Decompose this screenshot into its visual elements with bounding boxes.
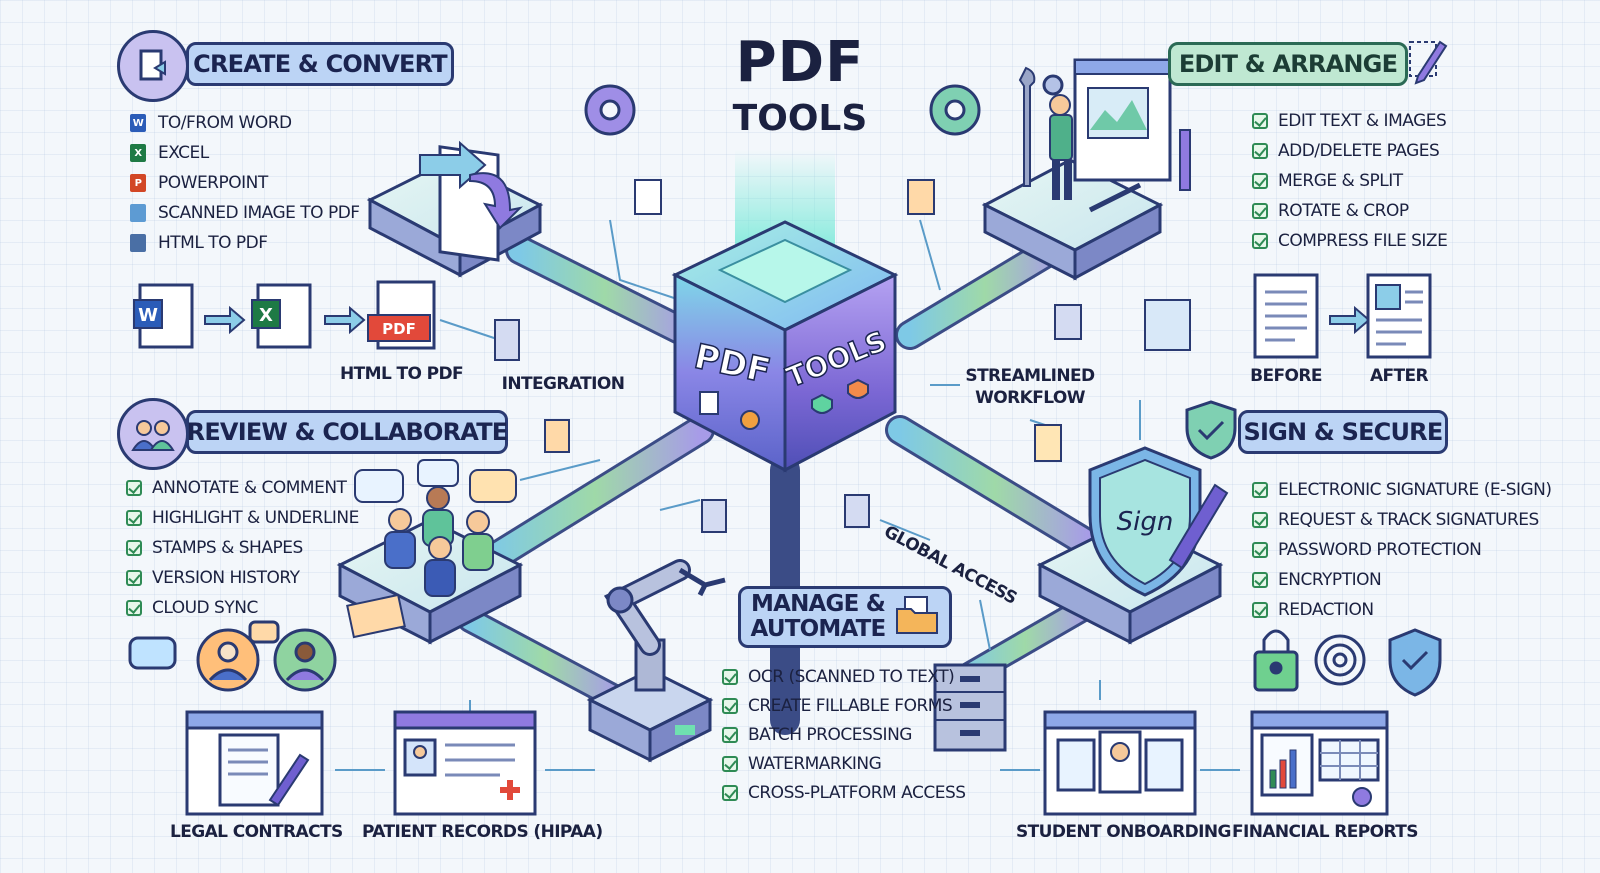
excel-icon: X	[130, 144, 146, 162]
check-icon	[126, 570, 142, 586]
list-item: SCANNED IMAGE TO PDF	[130, 198, 360, 228]
list-item: OCR (SCANNED TO TEXT)	[722, 662, 966, 691]
check-icon	[126, 510, 142, 526]
list-item: STAMPS & SHAPES	[126, 533, 359, 563]
convert-badge-icon	[117, 30, 189, 102]
list-item: REQUEST & TRACK SIGNATURES	[1252, 505, 1552, 535]
list-item: COMPRESS FILE SIZE	[1252, 226, 1448, 256]
check-icon	[1252, 203, 1268, 219]
list-item: HTML TO PDF	[130, 228, 360, 258]
use-case-patient: PATIENT RECORDS (HIPAA)	[362, 822, 603, 842]
list-item: CROSS-PLATFORM ACCESS	[722, 778, 966, 807]
floating-documents	[494, 179, 1191, 533]
check-icon	[722, 697, 738, 714]
streamlined-workflow-label: STREAMLINED WORKFLOW	[965, 366, 1095, 408]
sign-secure-heading: SIGN & SECURE	[1238, 410, 1448, 454]
sign-secure-list: ELECTRONIC SIGNATURE (E-SIGN) REQUEST & …	[1252, 475, 1552, 625]
check-icon	[722, 668, 738, 685]
powerpoint-icon: P	[130, 174, 146, 192]
shield-sign-text: Sign	[1117, 507, 1174, 537]
platform-edit	[981, 58, 1191, 281]
list-item: PASSWORD PROTECTION	[1252, 535, 1552, 565]
pencil-icon	[1408, 36, 1448, 90]
check-icon	[126, 480, 142, 496]
use-case-student: STUDENT ONBOARDING	[1016, 822, 1231, 842]
people-badge-icon	[117, 398, 189, 470]
list-item: CREATE FILLABLE FORMS	[722, 691, 966, 720]
central-cube: PDF TOOLS	[671, 220, 899, 473]
list-item: ANNOTATE & COMMENT	[126, 473, 359, 503]
page-subtitle: TOOLS	[732, 98, 868, 139]
check-icon	[126, 600, 142, 616]
manage-heading-line2: AUTOMATE	[750, 616, 887, 642]
robot-arm	[586, 559, 726, 763]
after-label: AFTER	[1369, 366, 1429, 386]
list-item: REDACTION	[1252, 595, 1552, 625]
shield-check-icon	[1183, 400, 1239, 464]
edit-arrange-heading: EDIT & ARRANGE	[1168, 42, 1408, 86]
check-icon	[1252, 542, 1268, 558]
use-case-financial: FINANCIAL REPORTS	[1232, 822, 1418, 842]
review-collaborate-list: ANNOTATE & COMMENT HIGHLIGHT & UNDERLINE…	[126, 473, 359, 623]
svg-text:X: X	[259, 305, 273, 326]
review-people-icons	[128, 620, 337, 692]
html-icon	[130, 234, 146, 252]
svg-text:W: W	[138, 305, 158, 326]
list-item: BATCH PROCESSING	[722, 720, 966, 749]
manage-heading-line1: MANAGE &	[751, 591, 886, 617]
check-icon	[1252, 143, 1268, 159]
list-item: ELECTRONIC SIGNATURE (E-SIGN)	[1252, 475, 1552, 505]
format-flow: W X PDF	[133, 280, 436, 350]
check-icon	[1252, 482, 1268, 498]
flow-caption: HTML TO PDF	[340, 364, 464, 384]
security-icons	[1253, 628, 1442, 697]
list-item: ENCRYPTION	[1252, 565, 1552, 595]
use-case-legal: LEGAL CONTRACTS	[170, 822, 343, 842]
pdf-badge-text: PDF	[382, 320, 416, 338]
review-collaborate-heading: REVIEW & COLLABORATE	[186, 410, 508, 454]
folder-icon	[895, 595, 939, 639]
thin-connectors	[335, 219, 1240, 771]
file-cabinet	[933, 663, 1007, 752]
check-icon	[722, 784, 738, 801]
check-icon	[126, 540, 142, 556]
list-item: CLOUD SYNC	[126, 593, 359, 623]
list-item: EDIT TEXT & IMAGES	[1252, 106, 1447, 136]
list-item: VERSION HISTORY	[126, 563, 359, 593]
list-item: ROTATE & CROP	[1252, 196, 1447, 226]
list-item: MERGE & SPLIT	[1252, 166, 1447, 196]
platform-review	[336, 459, 524, 645]
check-icon	[1252, 602, 1268, 618]
gear-decorations	[584, 74, 1064, 136]
image-icon	[130, 204, 146, 222]
platform-sign: Sign	[1036, 446, 1229, 645]
list-item: ADD/DELETE PAGES	[1252, 136, 1447, 166]
check-icon	[1252, 512, 1268, 528]
list-item: HIGHLIGHT & UNDERLINE	[126, 503, 359, 533]
edit-arrange-list: EDIT TEXT & IMAGES ADD/DELETE PAGES MERG…	[1252, 106, 1448, 256]
check-icon	[1252, 173, 1268, 189]
word-icon: W	[130, 114, 146, 132]
platform-create	[366, 140, 544, 278]
check-icon	[1252, 572, 1268, 588]
create-convert-heading: CREATE & CONVERT	[186, 42, 454, 86]
before-after-docs	[1253, 273, 1432, 359]
list-item: WATERMARKING	[722, 749, 966, 778]
manage-automate-heading: MANAGE & AUTOMATE	[738, 586, 952, 648]
check-icon	[1252, 233, 1268, 249]
check-icon	[722, 755, 738, 772]
before-label: BEFORE	[1250, 366, 1322, 386]
page-title: PDF	[735, 30, 865, 95]
integration-label: INTEGRATION	[501, 374, 625, 394]
manage-automate-list: OCR (SCANNED TO TEXT) CREATE FILLABLE FO…	[722, 662, 966, 807]
check-icon	[722, 726, 738, 743]
check-icon	[1252, 113, 1268, 129]
use-case-windows	[185, 710, 1389, 816]
